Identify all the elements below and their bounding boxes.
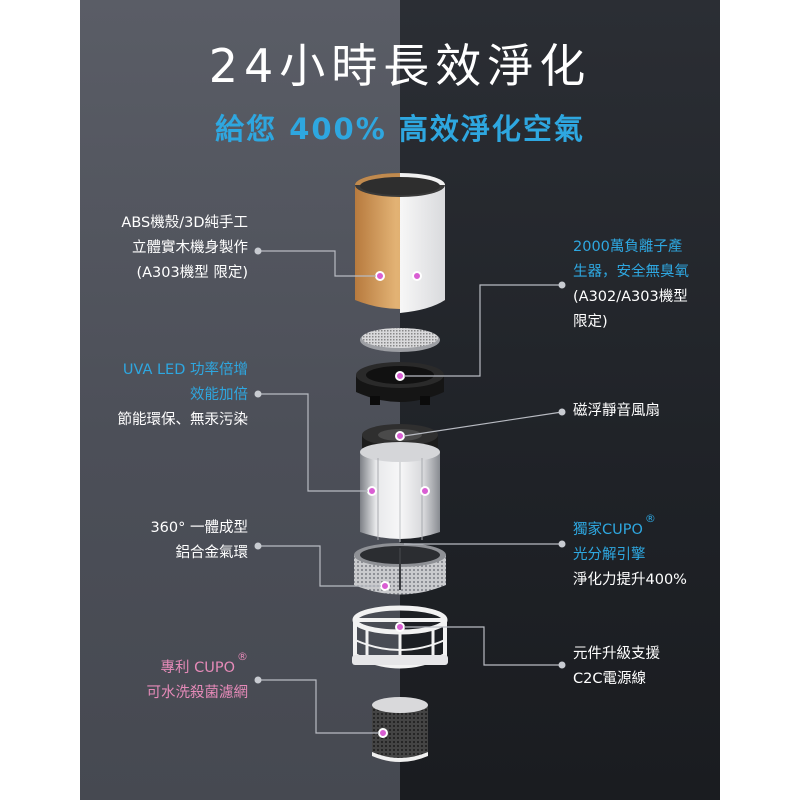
label-cupo-text: 獨家CUPO <box>573 521 643 538</box>
label-cupo-line1: 獨家CUPO® <box>573 512 687 543</box>
label-cable-line2: C2C電源線 <box>573 671 646 687</box>
label-ion-line3: (A302/A303機型 <box>573 289 688 305</box>
label-ion-line4: 限定) <box>573 314 608 330</box>
leader-dot-uva <box>254 390 262 398</box>
uv-metal-cylinder <box>360 442 440 542</box>
background-panel <box>80 0 720 800</box>
top-shell <box>355 173 445 313</box>
label-uva-line3: 節能環保、無汞污染 <box>117 412 249 428</box>
label-uva-line2: 效能加倍 <box>190 387 248 403</box>
label-abs-shell: ABS機殼/3D純手工 立體實木機身製作 (A303機型 限定) <box>121 211 248 286</box>
registered-mark: ® <box>644 512 656 525</box>
label-air-ring: 360° 一體成型 鋁合金氣環 <box>150 516 248 566</box>
label-fan-line1: 磁浮靜音風扇 <box>573 403 660 419</box>
label-cupo-line2: 光分解引擎 <box>573 546 646 563</box>
filter-cage <box>352 605 448 669</box>
marker-shell-white <box>412 271 422 281</box>
label-ring-line1: 360° 一體成型 <box>150 520 248 536</box>
label-filter-text: 專利 CUPO <box>160 659 235 676</box>
leader-dot-abs <box>254 247 262 255</box>
label-abs-line1: ABS機殼/3D純手工 <box>121 215 248 231</box>
cupo-washable-filter <box>372 697 428 762</box>
label-ion-line2: 生器，安全無臭氧 <box>573 264 689 280</box>
label-fan: 磁浮靜音風扇 <box>573 399 660 424</box>
label-cupo-line3: 淨化力提升400% <box>573 571 687 588</box>
page-subtitle: 給您 400% 高效淨化空氣 <box>215 112 585 146</box>
label-ion-line1: 2000萬負離子產 <box>573 239 683 255</box>
label-power-cable: 元件升級支援 C2C電源線 <box>573 642 660 692</box>
leader-dot-filter <box>254 676 262 684</box>
leader-dot-cupo <box>558 540 566 548</box>
background-left-gray <box>80 0 400 800</box>
label-cupo-filter: 專利 CUPO® 可水洗殺菌濾網 <box>147 650 249 706</box>
label-cupo-engine: 獨家CUPO® 光分解引擎 淨化力提升400% <box>573 512 687 593</box>
aluminum-air-ring <box>354 543 446 595</box>
label-cable-line1: 元件升級支援 <box>573 646 660 662</box>
label-abs-line2: 立體實木機身製作 <box>132 240 248 256</box>
leader-dot-ion <box>558 281 566 289</box>
page-title: 24小時長效淨化 <box>208 39 592 93</box>
mesh-filter-disc <box>360 328 440 352</box>
leader-dot-cable <box>558 661 566 669</box>
leader-dot-fan <box>558 408 566 416</box>
label-ring-line2: 鋁合金氣環 <box>175 545 249 561</box>
label-ion-generator: 2000萬負離子產 生器，安全無臭氧 (A302/A303機型 限定) <box>573 235 689 335</box>
label-uva-led: UVA LED 功率倍增 效能加倍 節能環保、無汞污染 <box>118 358 249 433</box>
label-filter-line2: 可水洗殺菌濾網 <box>146 684 249 701</box>
registered-mark: ® <box>237 650 248 663</box>
leader-dot-ring <box>254 542 262 550</box>
label-uva-line1: UVA LED 功率倍增 <box>122 362 248 378</box>
label-abs-line3: (A303機型 限定) <box>136 265 248 281</box>
label-filter-line1: 專利 CUPO® <box>147 650 248 681</box>
marker-uv-right <box>420 486 430 496</box>
